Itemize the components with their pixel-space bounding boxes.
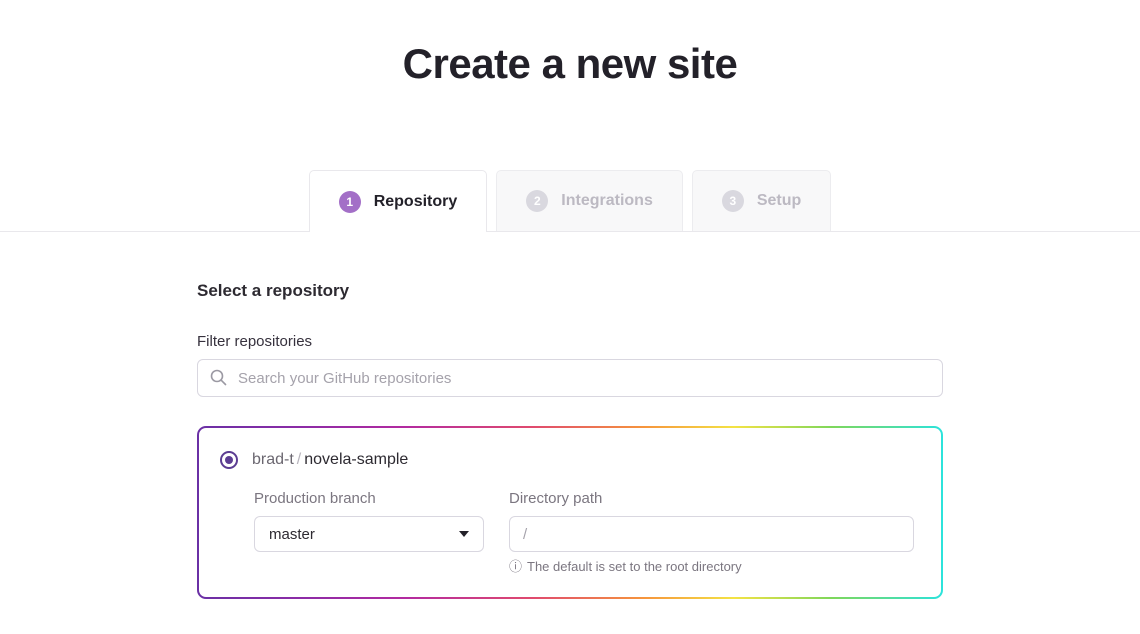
directory-path-label: Directory path bbox=[509, 490, 603, 507]
tab-setup-label: Setup bbox=[756, 192, 802, 209]
info-icon: ⓘ bbox=[509, 559, 523, 574]
wizard-tabs: 1 Repository 2 Integrations 3 Setup bbox=[0, 170, 1140, 232]
repo-radio-button[interactable] bbox=[220, 451, 238, 469]
tab-repository[interactable]: 1 Repository bbox=[308, 170, 488, 232]
selected-repo-card: brad-t/novela-sample Production branch m… bbox=[199, 428, 941, 597]
page-title: Create a new site bbox=[402, 40, 738, 87]
directory-path-field: Directory path ⓘ The default is set to t… bbox=[509, 490, 914, 574]
repo-owner: brad-t bbox=[252, 451, 294, 468]
section-heading: Select a repository bbox=[197, 281, 350, 300]
tab-repository-label: Repository bbox=[373, 192, 458, 210]
tab-integrations[interactable]: 2 Integrations bbox=[496, 170, 683, 231]
production-branch-value: master bbox=[269, 525, 315, 543]
production-branch-select[interactable]: master bbox=[254, 516, 484, 552]
selected-repo-card-border: brad-t/novela-sample Production branch m… bbox=[197, 426, 943, 599]
tab-setup-step-badge: 3 bbox=[721, 190, 744, 212]
repository-panel: Select a repository Filter repositories … bbox=[197, 281, 943, 599]
repo-config-fields: Production branch master Directory path … bbox=[254, 490, 914, 574]
tab-setup[interactable]: 3 Setup bbox=[691, 170, 832, 231]
directory-path-input[interactable] bbox=[509, 516, 914, 552]
repo-radio-dot bbox=[225, 456, 233, 464]
repo-row: brad-t/novela-sample bbox=[220, 451, 914, 469]
production-branch-label: Production branch bbox=[254, 490, 376, 507]
chevron-down-icon bbox=[459, 531, 469, 537]
tabs-divider bbox=[0, 231, 1140, 232]
repo-name: novela-sample bbox=[304, 451, 409, 468]
filter-repositories-label: Filter repositories bbox=[197, 333, 313, 350]
tab-integrations-step-badge: 2 bbox=[526, 190, 549, 212]
directory-hint-text: The default is set to the root directory bbox=[527, 559, 742, 574]
search-input[interactable] bbox=[197, 359, 943, 397]
directory-hint: ⓘ The default is set to the root directo… bbox=[509, 559, 914, 574]
repo-search bbox=[197, 359, 943, 397]
tab-repository-step-badge: 1 bbox=[338, 190, 361, 213]
tab-integrations-label: Integrations bbox=[561, 192, 653, 209]
production-branch-field: Production branch master bbox=[254, 490, 484, 574]
repo-separator: / bbox=[296, 451, 302, 468]
repo-full-name: brad-t/novela-sample bbox=[252, 451, 408, 469]
